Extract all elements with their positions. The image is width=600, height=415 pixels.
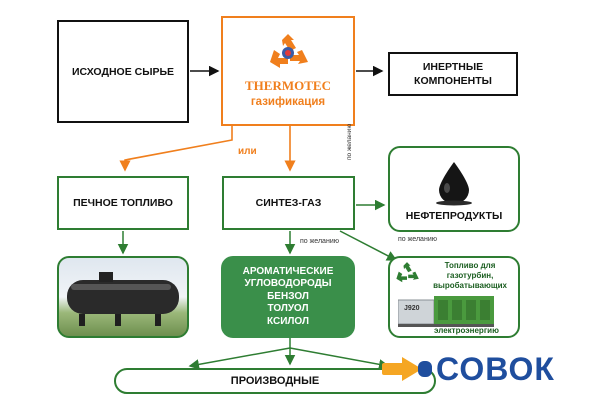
turbine-line-3: выробатывающих <box>433 281 507 290</box>
furnace-fuel-label: ПЕЧНОЕ ТОПЛИВО <box>73 197 173 209</box>
raw-material-label: ИСХОДНОЕ СЫРЬЕ <box>71 65 175 78</box>
inert-line-2: КОМПОНЕНТЫ <box>414 75 492 87</box>
aromatics-line-3: БЕНЗОЛ <box>267 290 309 302</box>
syngas-label: СИНТЕЗ-ГАЗ <box>255 197 322 209</box>
turbine-line-2: газотурбин, <box>446 271 494 280</box>
turbine-fuel-box: Топливо для газотурбин, выробатывающих J… <box>388 256 520 338</box>
watermark-text: СОВОК <box>436 350 555 387</box>
inert-line-1: ИНЕРТНЫЕ <box>422 61 484 73</box>
oil-drop-icon <box>436 162 472 206</box>
tank-image <box>57 256 189 338</box>
oil-products-label: НЕФТЕПРОДУКТЫ <box>405 210 503 222</box>
aromatics-line-2: УГЛОВОДОРОДЫ <box>244 278 332 290</box>
derivatives-label: ПРОИЗВОДНЫЕ <box>230 375 320 387</box>
watermark-arrow-icon <box>382 357 432 381</box>
raw-material-box: ИСХОДНОЕ СЫРЬЕ <box>57 20 189 123</box>
generator-image <box>398 296 494 327</box>
aromatics-box: АРОМАТИЧЕСКИЕ УГЛОВОДОРОДЫ БЕНЗОЛ ТОЛУОЛ… <box>221 256 355 338</box>
tank-drawing <box>67 272 179 326</box>
aromatics-line-5: КСИЛОЛ <box>267 315 309 327</box>
aromatics-line-1: АРОМАТИЧЕСКИЕ <box>242 265 334 277</box>
oil-products-box: НЕФТЕПРОДУКТЫ <box>388 146 520 232</box>
aromatics-line-4: ТОЛУОЛ <box>267 303 309 315</box>
recycle-icon <box>270 34 308 68</box>
watermark: СОВОК <box>382 350 555 388</box>
syngas-box: СИНТЕЗ-ГАЗ <box>222 176 355 230</box>
optional-label-1: по желанию <box>300 238 339 245</box>
inert-components-box: ИНЕРТНЫЕ КОМПОНЕНТЫ <box>388 52 518 96</box>
generator-tag: J920 <box>404 305 420 312</box>
turbine-line-1: Топливо для <box>444 261 496 270</box>
recycle-icon <box>396 262 419 283</box>
thermotec-brand: THERMOTEC <box>245 78 331 93</box>
thermotec-gasification-box: THERMOTEC газификация <box>221 16 355 126</box>
furnace-fuel-box: ПЕЧНОЕ ТОПЛИВО <box>57 176 189 230</box>
derivatives-box: ПРОИЗВОДНЫЕ <box>114 368 436 394</box>
optional-label-2: по желанию <box>398 236 437 243</box>
thermotec-process: газификация <box>250 96 326 108</box>
optional-vertical-label: по желанию <box>346 123 353 160</box>
or-label: или <box>238 146 257 157</box>
electricity-label: электроэнергию <box>434 326 499 335</box>
